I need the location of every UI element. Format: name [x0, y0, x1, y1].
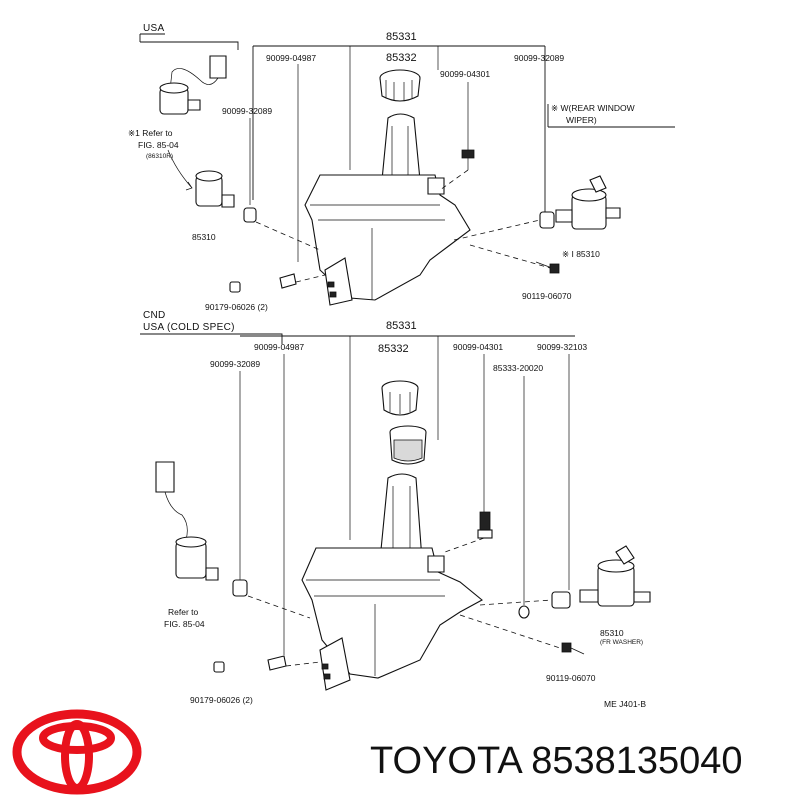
section-label-usa: USA	[143, 23, 164, 34]
label-85310-top-right: ※ I 85310	[562, 249, 600, 259]
diagram-top-usa: USA 85331 90099-04987 85332 90099-04301 …	[128, 23, 675, 312]
label-86310r-top: (86310R)	[146, 153, 173, 160]
label-90119-06070-bottom: 90119-06070	[546, 673, 596, 683]
label-fig-85-04-bottom: FIG. 85-04	[164, 619, 205, 629]
label-rear-window-wiper-2: WIPER)	[566, 115, 597, 125]
label-85333-20020-bottom: 85333-20020	[493, 363, 543, 373]
part-number: 8538135040	[531, 740, 743, 782]
washer-tank-bottom	[301, 473, 483, 691]
label-90179-06026-bottom: 90179-06026 (2)	[190, 695, 253, 705]
section-label-cnd: CND	[143, 310, 166, 321]
label-85331-bottom: 85331	[386, 320, 417, 332]
pump-motor-top-right	[555, 175, 621, 230]
grommet-top-right	[539, 211, 555, 229]
nut-bottom-90179	[213, 655, 287, 673]
label-85332-bottom: 85332	[378, 343, 409, 355]
label-90179-06026-top: 90179-06026 (2)	[205, 302, 268, 312]
label-85310-top-left: 85310	[192, 232, 216, 242]
nut-top-90179	[229, 273, 297, 293]
tank-cap-top	[379, 69, 421, 102]
label-90119-06070-top: 90119-06070	[522, 291, 572, 301]
label-90099-04987-bottom: 90099-04987	[254, 342, 304, 352]
label-90099-32089-top-left: 90099-32089	[222, 106, 272, 116]
o-ring-bottom	[518, 605, 530, 619]
grommet-top-left	[243, 207, 257, 223]
label-85332-top: 85332	[386, 52, 417, 64]
washer-tank-top	[304, 113, 471, 306]
pump-motor-bottom-left	[155, 461, 219, 581]
label-90099-32089-top-right: 90099-32089	[514, 53, 564, 63]
label-85331-top: 85331	[386, 31, 417, 43]
screw-top-04301	[461, 149, 475, 170]
label-fr-washer-bottom: (FR WASHER)	[600, 639, 643, 646]
label-90099-32089-bottom: 90099-32089	[210, 359, 260, 369]
pump-motor-top-left	[159, 55, 235, 208]
label-90099-04987-top: 90099-04987	[266, 53, 316, 63]
brand-part-number-caption: TOYOTA 8538135040	[370, 740, 743, 783]
label-rear-window-wiper-1: ※ W(REAR WINDOW	[551, 103, 635, 113]
diagram-bottom-cold-spec: CND USA (COLD SPEC) 85331 90099-04987 85…	[140, 310, 651, 709]
label-90099-04301-top: 90099-04301	[440, 69, 490, 79]
pump-motor-bottom-right	[579, 545, 651, 607]
label-refer-to-top: ※1 Refer to	[128, 128, 173, 138]
filter-strainer-bottom	[389, 425, 427, 465]
label-90099-32103-bottom: 90099-32103	[537, 342, 587, 352]
label-fig-85-04-top: FIG. 85-04	[138, 140, 179, 150]
grommet-bottom-left	[232, 579, 248, 597]
toyota-logo-icon	[12, 709, 142, 795]
label-refer-to-bottom: Refer to	[168, 607, 199, 617]
section-label-usa-cold-spec: USA (COLD SPEC)	[143, 322, 235, 333]
bolt-bottom-90119	[561, 642, 585, 655]
label-reference-code: ME J401-B	[604, 699, 646, 709]
label-85310-bottom: 85310	[600, 628, 624, 638]
grommet-bottom-right	[551, 591, 571, 609]
bolt-top-90119	[535, 261, 560, 274]
label-90099-04301-bottom: 90099-04301	[453, 342, 503, 352]
screw-bottom-04301	[477, 511, 493, 539]
tank-cap-bottom	[381, 380, 419, 416]
brand-name: TOYOTA	[370, 740, 521, 782]
